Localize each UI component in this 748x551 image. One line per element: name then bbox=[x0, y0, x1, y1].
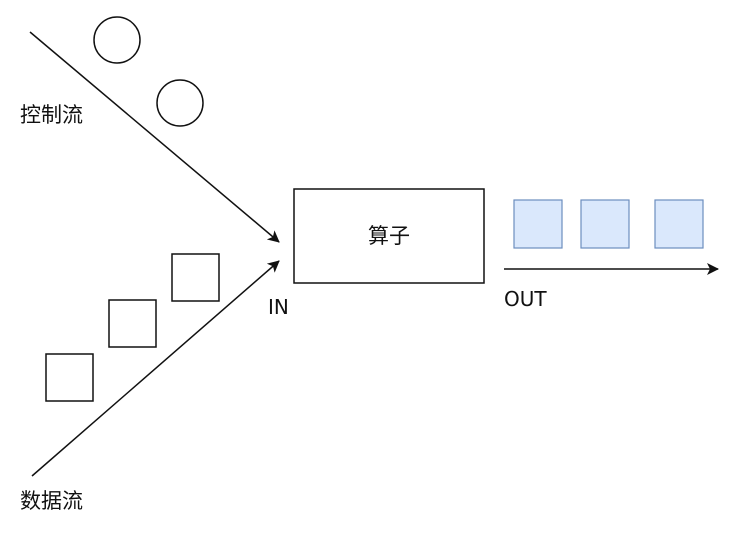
data-token-square-3 bbox=[171, 253, 220, 302]
output-token-square-1 bbox=[513, 199, 563, 249]
data-flow-arrow bbox=[31, 260, 280, 477]
data-token-square-1 bbox=[45, 353, 94, 402]
data-token-square-2 bbox=[108, 299, 157, 348]
control-token-circle-1 bbox=[93, 16, 141, 64]
input-port-label: IN bbox=[268, 295, 289, 319]
control-flow-label: 控制流 bbox=[20, 103, 83, 127]
output-port-label: OUT bbox=[504, 287, 547, 311]
output-token-square-2 bbox=[580, 199, 630, 249]
data-flow-label: 数据流 bbox=[20, 489, 83, 513]
operator-label: 算子 bbox=[368, 224, 410, 248]
control-token-circle-2 bbox=[156, 79, 204, 127]
operator-box bbox=[293, 188, 485, 284]
control-flow-arrow bbox=[29, 31, 280, 243]
output-token-square-3 bbox=[654, 199, 704, 249]
